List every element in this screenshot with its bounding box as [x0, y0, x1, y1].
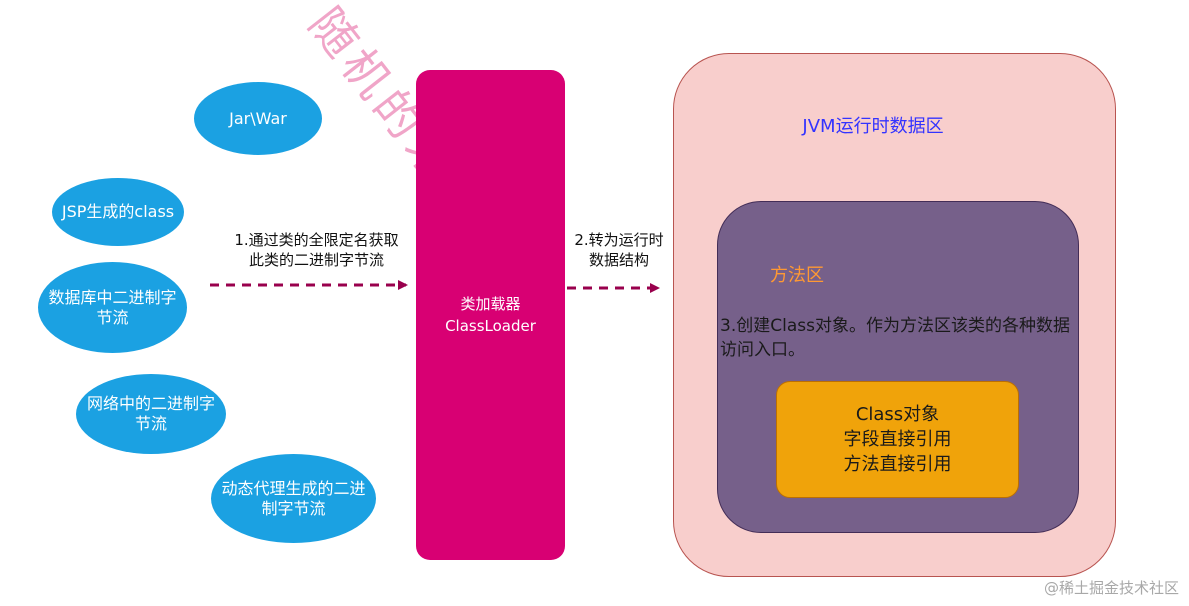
- site-credit: @稀土掘金技术社区: [1043, 579, 1179, 597]
- source-proxy-bytes: 动态代理生成的二进制字节流: [211, 454, 376, 543]
- step1-line1: 1.通过类的全限定名获取: [234, 231, 399, 249]
- source-db-bytes: 数据库中二进制字节流: [38, 262, 187, 353]
- jvm-title: JVM运行时数据区: [802, 116, 944, 137]
- step1-label: 1.通过类的全限定名获取 此类的二进制字节流: [214, 230, 419, 270]
- step2-line1: 2.转为运行时: [574, 231, 664, 249]
- step2-line2: 数据结构: [588, 251, 649, 269]
- class-loader-box: 类加载器 ClassLoader: [416, 70, 565, 560]
- source-jar-war: Jar\War: [194, 82, 322, 155]
- class-loader-line2: ClassLoader: [445, 317, 536, 335]
- step1-line2: 此类的二进制字节流: [248, 251, 384, 269]
- method-area-note: 3.创建Class对象。作为方法区该类的各种数据访问入口。: [720, 316, 1070, 360]
- source-network-bytes: 网络中的二进制字节流: [76, 374, 226, 454]
- method-area-title: 方法区: [770, 265, 824, 286]
- step2-label: 2.转为运行时 数据结构: [564, 230, 674, 270]
- class-object-box: Class对象 字段直接引用 方法直接引用: [776, 381, 1019, 498]
- class-loader-line1: 类加载器: [460, 295, 521, 313]
- class-box-line1: Class对象: [855, 404, 940, 425]
- class-box-line3: 方法直接引用: [843, 454, 952, 475]
- source-jsp-class: JSP生成的class: [52, 178, 184, 246]
- class-box-line2: 字段直接引用: [843, 429, 952, 450]
